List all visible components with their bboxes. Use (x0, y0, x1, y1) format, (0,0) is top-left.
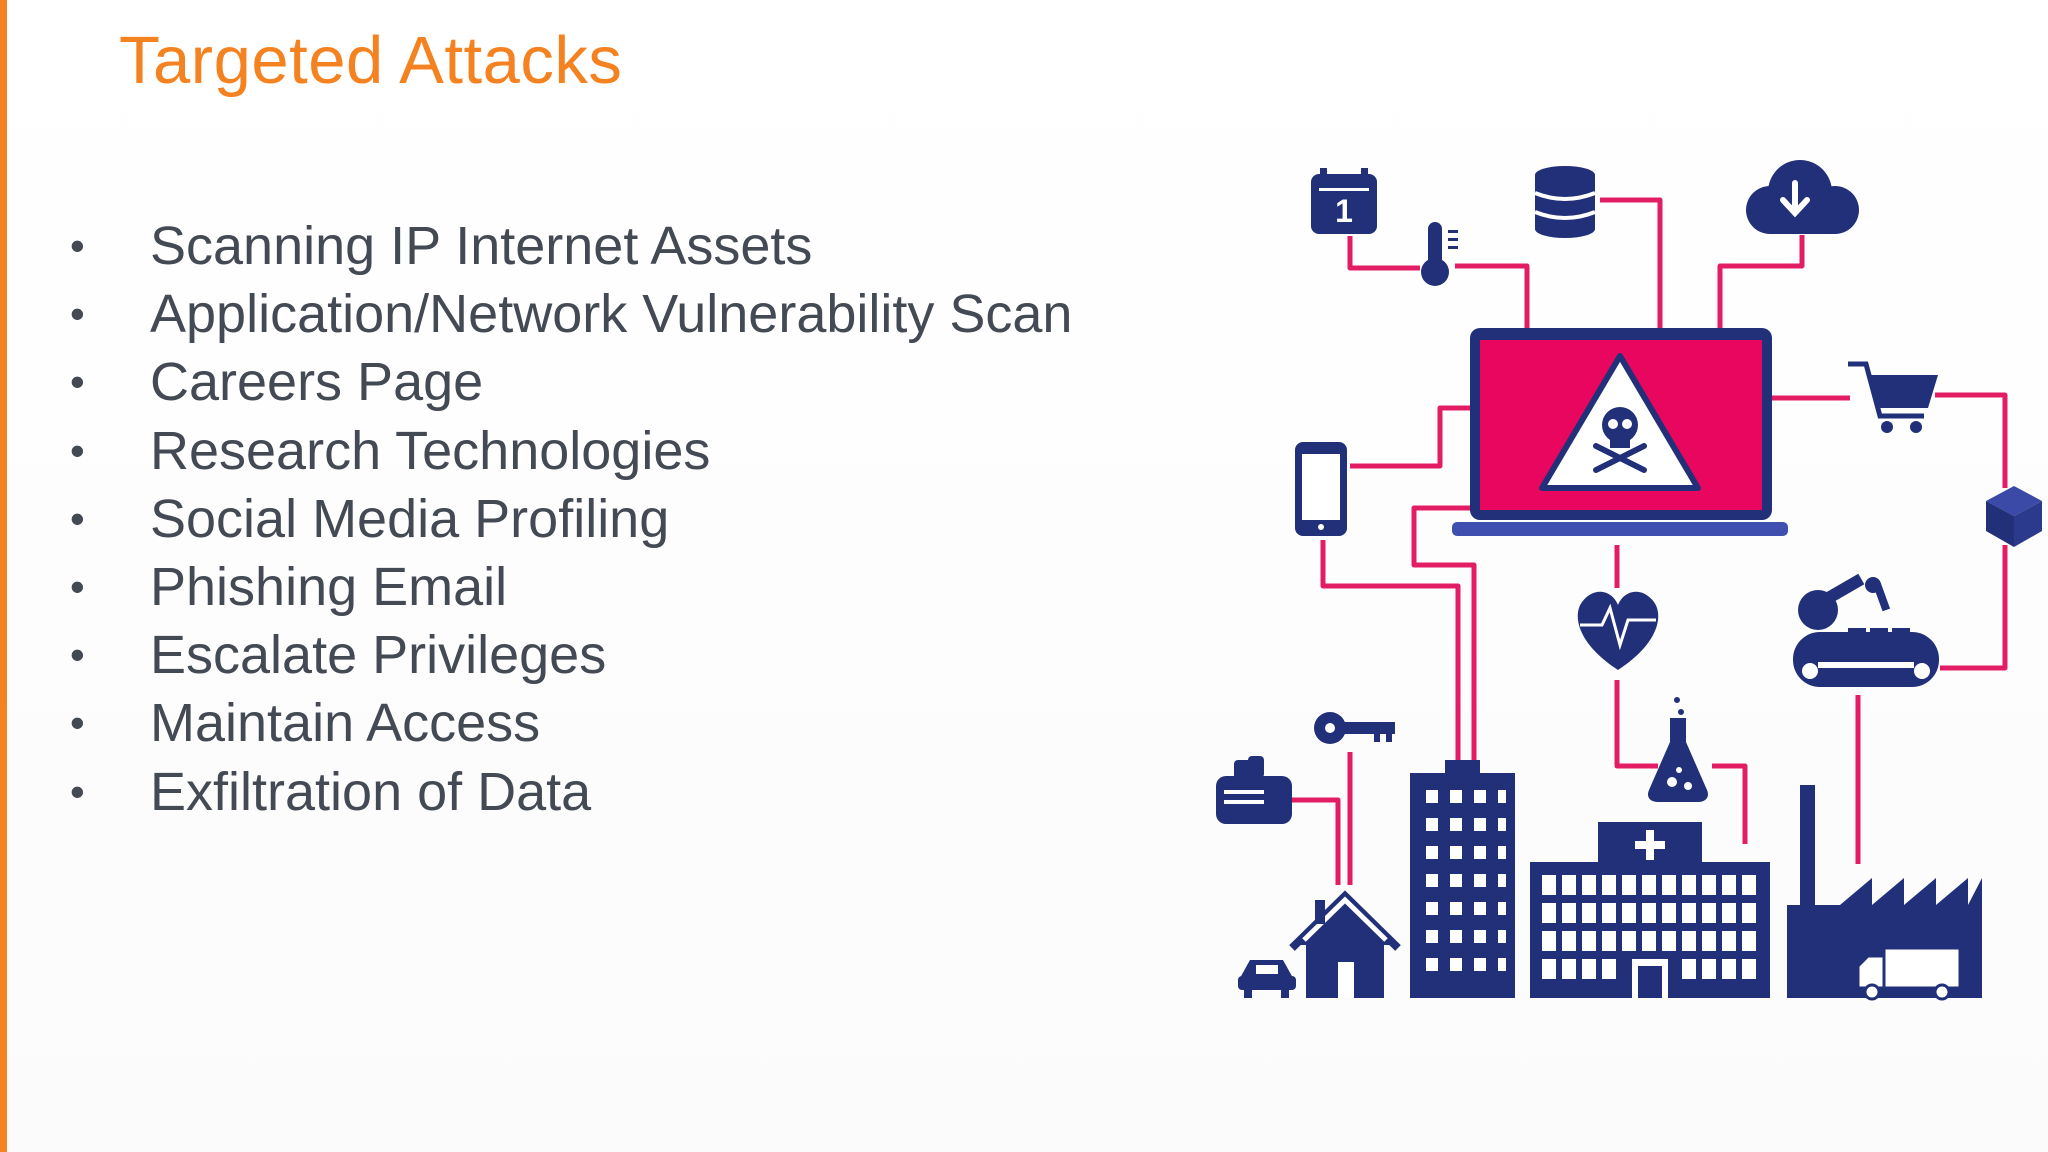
key-icon (1314, 712, 1395, 744)
list-item: • Scanning IP Internet Assets (70, 212, 1072, 280)
calendar-icon: 1 (1311, 168, 1377, 234)
list-item: • Phishing Email (70, 553, 1072, 621)
bullet-dot: • (70, 222, 85, 270)
office-building-icon (1410, 760, 1515, 998)
database-icon (1534, 166, 1596, 238)
cube-icon (1986, 486, 2042, 547)
list-item: • Careers Page (70, 348, 1072, 416)
bullet-dot: • (70, 631, 85, 679)
bullet-dot: • (70, 494, 85, 542)
bullet-text: Scanning IP Internet Assets (150, 216, 813, 277)
accent-bar (0, 0, 7, 1152)
list-item: • Research Technologies (70, 417, 1072, 485)
bullet-text: Exfiltration of Data (150, 761, 592, 822)
bullet-text: Escalate Privileges (150, 625, 607, 686)
bullet-dot: • (70, 699, 85, 747)
bullet-dot: • (70, 290, 85, 338)
robot-arm-conveyor-icon (1793, 573, 1939, 687)
factory-icon (1787, 785, 1982, 998)
truck-icon (1856, 946, 1962, 1001)
heart-rate-icon (1577, 591, 1659, 670)
list-item: • Application/Network Vulnerability Scan (70, 280, 1072, 348)
list-item: • Exfiltration of Data (70, 758, 1072, 826)
bullet-dot: • (70, 358, 85, 406)
bullet-dot: • (70, 426, 85, 474)
bullet-dot: • (70, 767, 85, 815)
bullet-text: Careers Page (150, 352, 484, 413)
bullet-list: • Scanning IP Internet Assets • Applicatio… (70, 212, 1072, 826)
list-item: • Escalate Privileges (70, 621, 1072, 689)
toaster-icon (1216, 756, 1292, 824)
thermometer-icon (1421, 222, 1458, 286)
slide-title: Targeted Attacks (119, 23, 623, 98)
bullet-text: Research Technologies (150, 420, 711, 481)
list-item: • Social Media Profiling (70, 485, 1072, 553)
bullet-dot: • (70, 563, 85, 611)
shopping-cart-icon (1848, 361, 1938, 433)
connection-wires (1292, 197, 2008, 885)
car-icon (1238, 960, 1296, 998)
smartphone-icon (1295, 442, 1347, 536)
house-icon (1289, 890, 1401, 998)
bullet-text: Phishing Email (150, 557, 508, 618)
hospital-icon (1530, 822, 1770, 998)
flask-icon (1648, 697, 1708, 802)
cloud-download-icon (1746, 160, 1859, 234)
bullet-text: Social Media Profiling (150, 488, 670, 549)
calendar-day: 1 (1335, 193, 1353, 229)
warning-skull-icon (1539, 353, 1701, 491)
bullet-text: Application/Network Vulnerability Scan (150, 284, 1073, 345)
iot-attack-illustration: 1 (1216, 160, 2042, 1001)
list-item: • Maintain Access (70, 689, 1072, 757)
bullet-text: Maintain Access (150, 693, 541, 754)
